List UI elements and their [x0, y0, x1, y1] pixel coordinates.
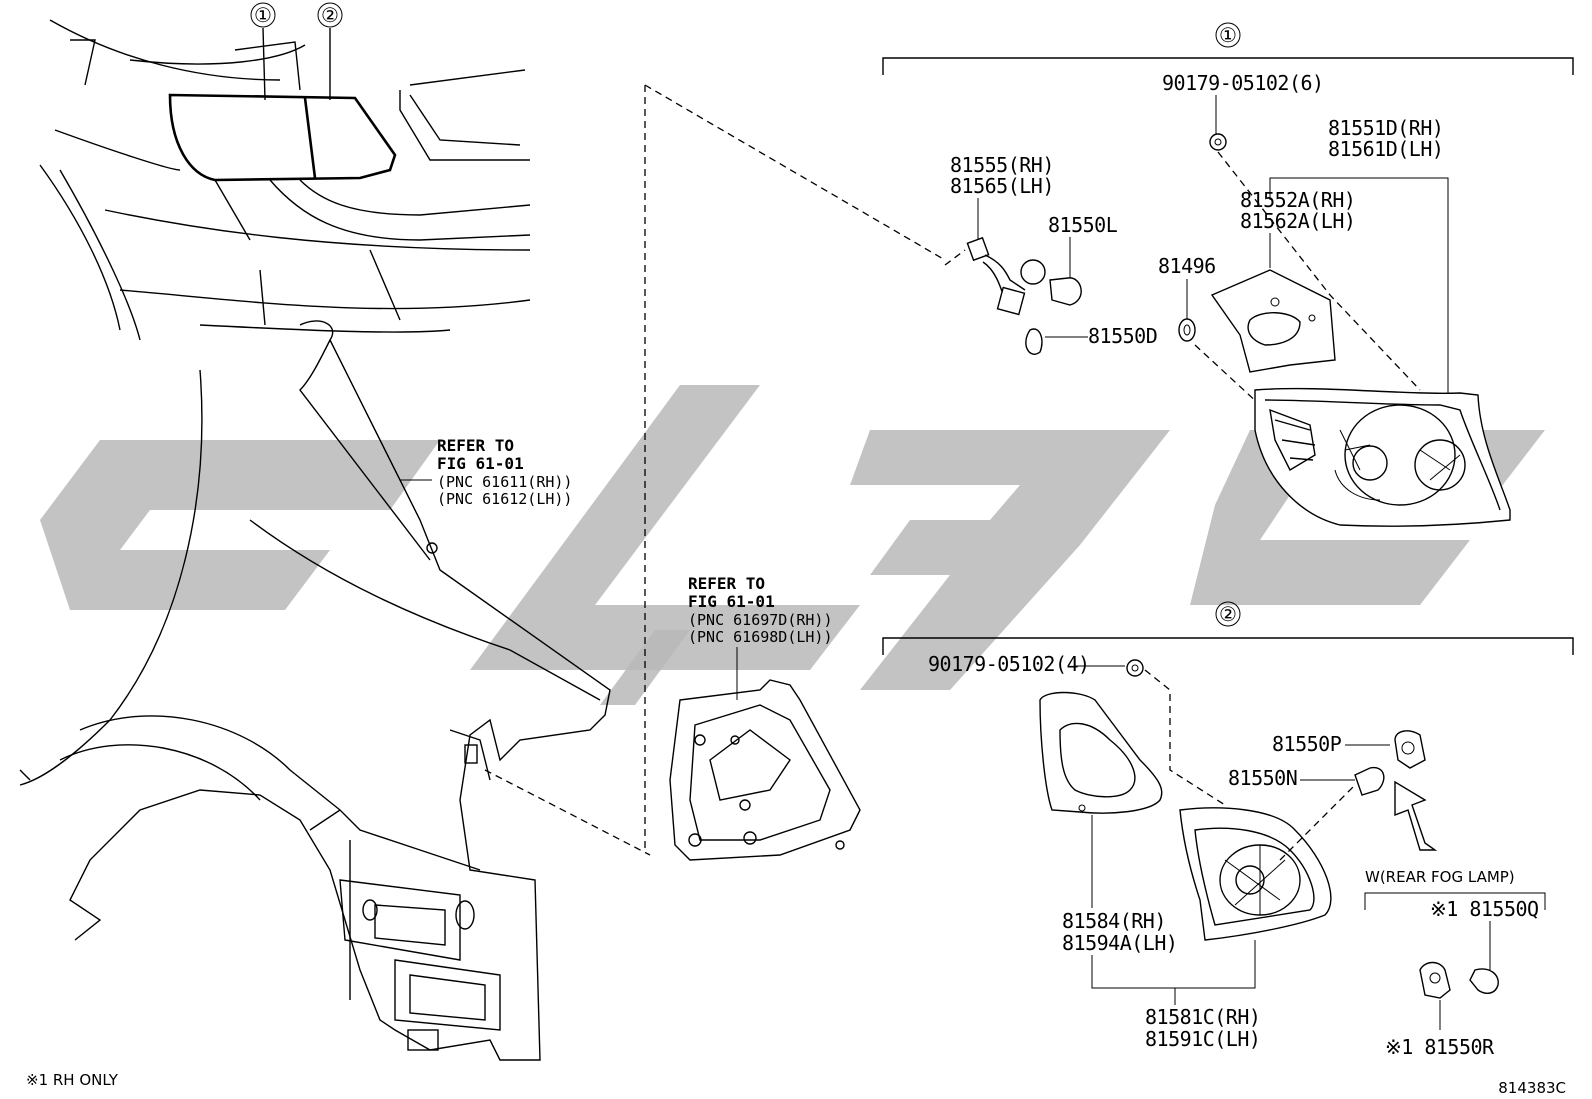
- part-90179-05102-4[interactable]: 90179-05102(4): [928, 652, 1090, 676]
- lamp-gasket-icon: [1039, 691, 1163, 814]
- car-rear-quarter-view: ① ②: [19, 2, 946, 1061]
- part-81496[interactable]: 81496: [1158, 254, 1216, 278]
- lamp-back-cover-icon: [1210, 269, 1336, 373]
- svg-text:(PNC 61611(RH)): (PNC 61611(RH)): [437, 473, 572, 491]
- figure-code: 814383C: [1498, 1079, 1566, 1097]
- part-81584-rh[interactable]: 81584(RH): [1062, 909, 1166, 933]
- bulb-81550n-icon: [1354, 766, 1385, 796]
- svg-text:REFER TO: REFER TO: [437, 436, 514, 455]
- part-81551d-rh[interactable]: 81551D(RH): [1328, 116, 1444, 140]
- callout-1-car: ①: [254, 3, 272, 27]
- rear-fog-lamp-label: W(REAR FOG LAMP): [1365, 868, 1515, 886]
- refer-note-1: REFER TO FIG 61-01 (PNC 61611(RH)) (PNC …: [437, 436, 572, 508]
- bulb-81550q-icon: [1469, 968, 1499, 994]
- part-90179-05102-6[interactable]: 90179-05102(6): [1162, 71, 1324, 95]
- part-81594a-lh[interactable]: 81594A(LH): [1062, 931, 1178, 955]
- part-81555-rh[interactable]: 81555(RH): [950, 153, 1054, 177]
- rear-lamp-outline: [168, 93, 397, 182]
- svg-text:FIG 61-01: FIG 61-01: [437, 454, 524, 473]
- part-81550d[interactable]: 81550D: [1088, 324, 1158, 348]
- svg-text:REFER TO: REFER TO: [688, 574, 765, 593]
- callout-2: ②: [1219, 602, 1237, 626]
- luggage-trim-panel: [669, 647, 861, 861]
- part-81550r[interactable]: ※1 81550R: [1385, 1035, 1496, 1059]
- part-81550q[interactable]: ※1 81550Q: [1430, 897, 1539, 921]
- part-81561d-lh[interactable]: 81561D(LH): [1328, 137, 1444, 161]
- socket-81550r-icon: [1419, 961, 1451, 999]
- svg-text:(PNC 61698D(LH)): (PNC 61698D(LH)): [688, 628, 833, 646]
- part-81591c-lh[interactable]: 81591C(LH): [1145, 1027, 1261, 1051]
- part-81550p[interactable]: 81550P: [1272, 732, 1342, 756]
- part-81581c-rh[interactable]: 81581C(RH): [1145, 1005, 1261, 1029]
- refer-note-2: REFER TO FIG 61-01 (PNC 61697D(RH)) (PNC…: [688, 574, 833, 646]
- group-1-rear-combination-lamp: ① 90179-05102(6) 81551D(RH) 81561D(LH) 8…: [882, 22, 1574, 527]
- svg-text:FIG 61-01: FIG 61-01: [688, 592, 775, 611]
- footnote: ※1 RH ONLY: [26, 1071, 119, 1089]
- socket-and-wire-icon: [944, 236, 1082, 355]
- part-81550n[interactable]: 81550N: [1228, 766, 1298, 790]
- rear-combination-lamp-icon: [1254, 387, 1511, 527]
- callout-2-car: ②: [321, 3, 339, 27]
- arrow-icon: [1394, 780, 1438, 851]
- group-2-back-up-lamp: ② 90179-05102(4) 81550P 81550N: [882, 601, 1574, 1059]
- back-up-lamp-icon: [1179, 784, 1356, 941]
- callout-1: ①: [1219, 23, 1237, 47]
- part-81562a-lh[interactable]: 81562A(LH): [1240, 209, 1356, 233]
- svg-text:(PNC 61697D(RH)): (PNC 61697D(RH)): [688, 611, 833, 629]
- part-81565-lh[interactable]: 81565(LH): [950, 174, 1054, 198]
- part-81552a-rh[interactable]: 81552A(RH): [1240, 188, 1356, 212]
- socket-81550p-icon: [1394, 730, 1426, 769]
- part-81550l[interactable]: 81550L: [1048, 213, 1118, 237]
- svg-text:(PNC 61612(LH)): (PNC 61612(LH)): [437, 490, 572, 508]
